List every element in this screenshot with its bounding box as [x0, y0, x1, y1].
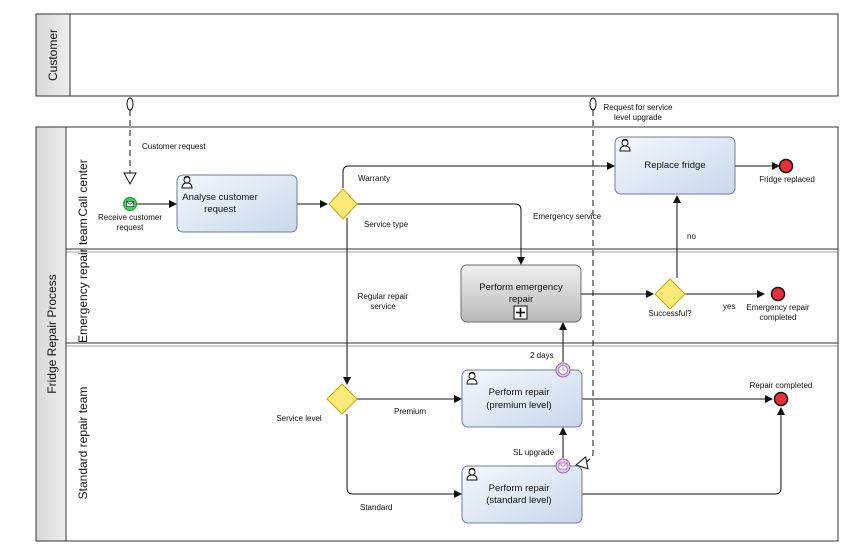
gateway-successful[interactable]	[654, 278, 686, 310]
task-analyse-label-2: request	[204, 204, 236, 215]
gateway-successful-label: Successful?	[648, 309, 692, 318]
task-standard-label-2: (standard level)	[486, 495, 551, 506]
label-emergency-service: Emergency service	[533, 212, 602, 221]
label-premium: Premium	[394, 407, 426, 416]
task-premium-label-1: Perform repair	[489, 387, 550, 398]
label-warranty: Warranty	[358, 174, 390, 183]
label-no: no	[687, 232, 696, 241]
end-event-emergency-label-2: completed	[760, 313, 797, 322]
task-emergency-label-2: repair	[509, 294, 533, 305]
lane-emergency-repair-team: Emergency repair team	[76, 218, 90, 343]
label-2-days: 2 days	[530, 351, 554, 360]
message-flow-customer-request: Customer request	[123, 97, 206, 186]
process-pool-title: Fridge Repair Process	[45, 274, 59, 393]
task-premium-label-2: (premium level)	[486, 400, 551, 411]
message-boundary-event[interactable]	[555, 458, 571, 474]
flow-standard-to-end	[581, 407, 785, 495]
envelope-icon	[558, 462, 568, 470]
sl-upgrade-request-label-2: level upgrade	[614, 113, 663, 122]
flow-emergency-service	[357, 203, 525, 265]
task-replace-fridge[interactable]: Replace fridge	[614, 136, 736, 195]
label-yes: yes	[723, 302, 735, 311]
subprocess-emergency-repair[interactable]: Perform emergency repair	[460, 264, 582, 323]
message-flow-sl-upgrade: Request for service level upgrade	[574, 97, 673, 470]
task-analyse-label-1: Analyse customer	[182, 192, 258, 203]
gateway-service-type[interactable]	[328, 188, 358, 220]
label-regular-repair-2: service	[370, 302, 396, 311]
sl-upgrade-request-label-1: Request for service	[604, 103, 673, 112]
start-event-label-2: request	[117, 223, 144, 232]
start-event-receive-request[interactable]	[123, 197, 137, 211]
gateway-service-level[interactable]	[326, 383, 358, 415]
timer-boundary-event[interactable]	[555, 362, 571, 378]
start-event-label-1: Receive customer	[98, 213, 162, 222]
end-event-repair-completed[interactable]	[773, 391, 789, 407]
end-event-fridge-replaced-label: Fridge replaced	[759, 175, 815, 184]
task-analyse-request[interactable]: Analyse customer request	[176, 174, 298, 233]
customer-request-label: Customer request	[142, 142, 206, 151]
gateway-service-type-label: Service type	[364, 220, 409, 229]
lane-standard-repair-team: Standard repair team	[76, 387, 90, 500]
end-event-emergency-completed[interactable]	[770, 286, 786, 302]
task-repair-standard[interactable]: Perform repair (standard level)	[461, 465, 583, 524]
label-sl-upgrade: SL upgrade	[513, 448, 555, 457]
expand-subprocess-icon[interactable]	[513, 305, 528, 320]
customer-pool-title: Customer	[46, 29, 60, 81]
sequence-flows	[136, 162, 785, 498]
lane-call-center: Call center	[76, 159, 90, 216]
task-standard-label-1: Perform repair	[489, 483, 550, 494]
flow-standard	[346, 414, 462, 498]
task-repair-premium[interactable]: Perform repair (premium level)	[461, 369, 583, 428]
process-pool: Fridge Repair Process Call center Emerge…	[35, 126, 839, 542]
flow-warranty	[342, 162, 615, 188]
task-replace-label: Replace fridge	[644, 160, 705, 171]
gateway-service-level-label: Service level	[276, 414, 322, 423]
task-emergency-label-1: Perform emergency	[479, 282, 563, 293]
end-event-fridge-replaced[interactable]	[778, 158, 794, 174]
end-event-repair-completed-label: Repair completed	[750, 381, 813, 390]
label-standard: Standard	[360, 503, 392, 512]
envelope-icon	[126, 201, 134, 207]
label-regular-repair-1: Regular repair	[358, 292, 409, 301]
customer-pool: Customer	[35, 13, 839, 97]
end-event-emergency-label-1: Emergency repair	[746, 303, 809, 312]
